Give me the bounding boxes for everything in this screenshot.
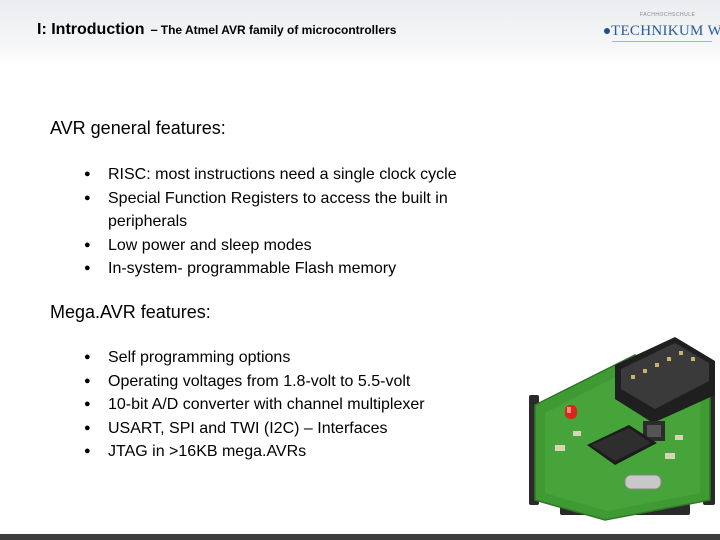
list-item: ● In-system- programmable Flash memory [84, 257, 457, 281]
logo-dot-icon [604, 28, 610, 34]
slide-header: I: Introduction–The Atmel AVR family of … [0, 0, 720, 66]
mega-avr-features-heading: Mega.AVR features: [50, 302, 211, 322]
list-item: ● Low power and sleep modes [84, 234, 457, 258]
list-item-text: Special Function Registers to access the… [108, 189, 448, 207]
list-item-text: In-system- programmable Flash memory [108, 260, 397, 277]
list-item: ● RISC: most instructions need a single c… [84, 163, 457, 187]
list-item-text: Low power and sleep modes [108, 236, 312, 254]
footer-bar [0, 534, 720, 540]
list-item: ● 10-bit A/D converter with channel multi… [84, 393, 425, 417]
list-item: ● Special Function Registers to access th… [84, 187, 457, 234]
list-item: ● USART, SPI and TWI (I2C) – Interfaces [84, 417, 425, 441]
list-item: ● Self programming options [84, 346, 425, 370]
bullet-icon: ● [84, 168, 91, 180]
bullet-icon: ● [84, 398, 91, 410]
bullet-icon: ● [84, 374, 91, 387]
list-item-text: USART, SPI and TWI (I2C) – Interfaces [108, 419, 388, 437]
logo-text: TECHNIKUM WIEN [611, 23, 720, 39]
avr-features-heading: AVR general features: [50, 118, 226, 138]
list-item-text: Operating voltages from 1.8-volt to 5.5-… [108, 372, 411, 390]
list-item-text: JTAG in >16KB mega.AVRs [108, 443, 307, 460]
list-item-text: Self programming options [108, 349, 291, 366]
logo-underline [612, 41, 712, 42]
logo-small-text: FACHHOCHSCHULE [640, 12, 696, 18]
bullet-icon: ● [84, 445, 91, 457]
avr-features-list: ● RISC: most instructions need a single c… [84, 163, 457, 281]
bullet-icon: ● [84, 351, 91, 363]
bullet-icon: ● [84, 421, 91, 434]
list-item: ● JTAG in >16KB mega.AVRs [84, 440, 425, 464]
bullet-icon: ● [84, 191, 91, 204]
microcontroller-board-image [525, 325, 720, 525]
slide-title: I: Introduction–The Atmel AVR family of … [37, 21, 396, 39]
title-main: I: Introduction [37, 21, 145, 38]
title-subtitle: The Atmel AVR family of microcontrollers [160, 23, 397, 37]
list-item-text: RISC: most instructions need a single cl… [108, 166, 457, 183]
title-separator: – [150, 22, 158, 37]
bullet-icon: ● [84, 238, 91, 251]
list-item-text: 10-bit A/D converter with channel multip… [108, 396, 425, 413]
technikum-wien-logo: FACHHOCHSCHULE TECHNIKUM WIEN [604, 12, 720, 46]
mega-avr-features-list: ● Self programming options ● Operating vol… [84, 346, 425, 464]
list-item-text-continued: peripherals [108, 213, 188, 230]
avr-board-illustration [529, 337, 715, 521]
list-item: ● Operating voltages from 1.8-volt to 5.5… [84, 370, 425, 394]
bullet-icon: ● [84, 262, 91, 274]
